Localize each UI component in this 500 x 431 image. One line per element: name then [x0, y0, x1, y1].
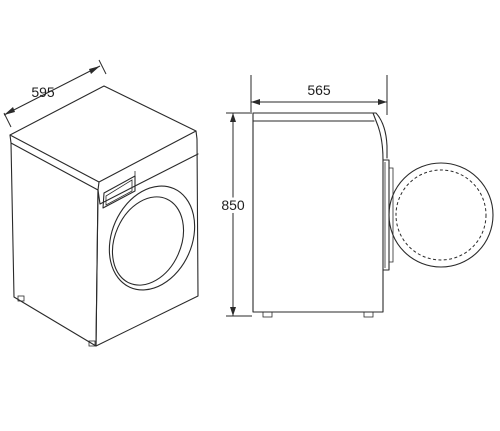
control-panel	[97, 153, 199, 205]
top-panel	[9, 85, 197, 183]
side-view: 565 850	[218, 75, 494, 318]
width-label: 595	[31, 84, 55, 100]
height-dimension: 850	[218, 112, 252, 317]
width-dimension: 595	[3, 59, 107, 128]
height-label: 850	[221, 197, 245, 213]
perspective-view: 595	[3, 59, 199, 347]
side-panel	[10, 142, 99, 347]
door-swing-outline	[388, 162, 494, 268]
front-panel	[95, 138, 199, 347]
porthole-door	[108, 185, 196, 291]
cabinet-body	[252, 112, 384, 313]
depth-dimension: 565	[250, 75, 388, 115]
depth-label: 565	[307, 82, 331, 98]
detergent-drawer	[102, 175, 136, 209]
